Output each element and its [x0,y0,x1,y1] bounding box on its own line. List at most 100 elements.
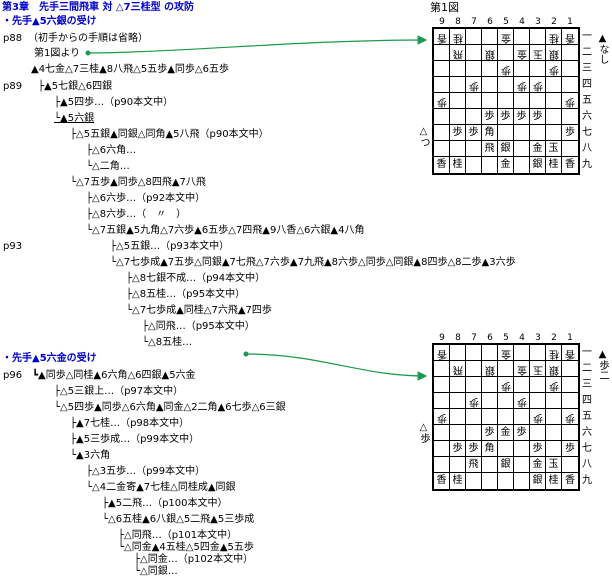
shogi-piece: 歩 [500,111,511,122]
board-cell [562,457,578,473]
board-cell: 銀 [482,45,498,61]
board-cell [514,377,530,393]
board-cell: 桂 [546,157,562,173]
board-cell [434,425,450,441]
board-cell [482,409,498,425]
board-cell [514,157,530,173]
board-cell: 桂 [546,345,562,361]
board-cell: 歩 [562,441,578,457]
board-cell [450,345,466,361]
board-cell: 歩 [530,109,546,125]
shogi-piece: 香 [565,475,575,486]
page-ref: p89 [3,81,23,92]
shogi-piece: 飛 [484,143,495,154]
board-cell [482,157,498,173]
board-cell: 歩 [466,77,482,93]
board-cell: 歩 [562,125,578,141]
board-cell: 香 [562,29,578,45]
board-cell [466,29,482,45]
shogi-piece: 歩 [468,443,479,454]
move-line: ├▲5四歩…（p90本文中） [54,97,174,108]
board-cell [498,93,514,109]
board-cell [434,393,450,409]
board-cell [498,361,514,377]
board-cell: 金 [514,45,530,61]
board-cell [466,109,482,125]
board-1-gote-hand: ▲なし [597,33,608,64]
board-cell: 香 [434,157,450,173]
shogi-piece: 桂 [548,159,559,170]
board-cell: 玉 [546,457,562,473]
board-cell [514,409,530,425]
chapter-title: 第3章 先手三間飛車 対 △7三桂型 の攻防 [2,2,195,13]
move-line: ├△8六歩…（ 〃 ） [86,209,187,220]
shogi-piece: 金 [500,159,511,170]
shogi-piece: 歩 [468,127,479,138]
board-cell [498,77,514,93]
board-cell [514,29,530,45]
board-cell [530,345,546,361]
board-cell [562,361,578,377]
move-line: ┗▲同歩△同桂▲6六角△6四銀▲5六金 [32,370,196,381]
board-cell [530,425,546,441]
move-line: └△同金▲4五桂△5四金▲5五歩 [118,542,254,553]
move-line: └△7五歩▲同歩△8四飛▲7八飛 [70,177,206,188]
figure-ref-text[interactable]: 第1図より [34,48,81,59]
move-line: ├▲7七桂…（p98本文中） [70,418,190,429]
shogi-piece: 歩 [516,427,527,438]
board-cell [546,93,562,109]
board-cell [546,425,562,441]
move-line: └△7七歩成▲同桂△7六飛▲7四歩 [126,305,272,316]
page-ref: p88 [3,33,23,44]
shogi-piece: 金 [500,427,511,438]
arrow-to-board-2 [245,353,428,381]
board-cell [514,61,530,77]
board-cell [450,77,466,93]
board-cell: 銀 [498,141,514,157]
move-line: ├△5三銀上…（p97本文中） [54,386,184,397]
board-1-sente-hand: △つ [418,126,429,147]
board-cell [546,109,562,125]
board-1-ranks: 一二三 四五六 七八九 [582,31,592,170]
shogi-board-1: 香桂金桂香飛銀金玉銀歩歩歩歩歩歩歩歩歩歩歩歩歩角歩飛銀金玉香桂金銀桂香 [432,27,580,175]
shogi-piece: 桂 [548,475,559,486]
board-cell: 歩 [434,409,450,425]
board-cell [482,473,498,489]
board-cell: 玉 [546,141,562,157]
board-cell: 歩 [546,377,562,393]
board-cell [562,77,578,93]
arrow-to-board-1 [87,35,428,54]
board-cell: 玉 [530,45,546,61]
board-cell: 金 [498,425,514,441]
board-cell [514,441,530,457]
board-cell [466,425,482,441]
move-line: └△8五桂… [142,337,193,348]
page-ref: p93 [3,241,23,252]
move-line: └△6五桂▲6八銀△5二飛▲5三歩成 [102,514,255,525]
board-cell: 飛 [450,361,466,377]
board-cell: 角 [482,125,498,141]
board-cell [498,393,514,409]
move-line: ├△3五歩…（p99本文中） [86,466,206,477]
board-cell [450,425,466,441]
board-cell: 桂 [450,29,466,45]
shogi-piece: 金 [532,459,543,470]
board-cell [546,441,562,457]
board-cell: 銀 [546,45,562,61]
board-cell [466,377,482,393]
board-cell [562,45,578,61]
shogi-piece: 歩 [532,111,543,122]
board-cell [466,141,482,157]
board-cell [466,345,482,361]
board-cell [434,377,450,393]
board-cell [546,393,562,409]
shogi-piece: 歩 [484,111,495,122]
board-cell [562,141,578,157]
board-cell [530,393,546,409]
board-cell: 金 [498,345,514,361]
board-cell: 桂 [450,157,466,173]
board-cell: 香 [562,157,578,173]
move-line: └△4二金寄▲7七桂△同桂成▲同銀 [86,482,236,493]
shogi-piece: 香 [436,475,447,486]
